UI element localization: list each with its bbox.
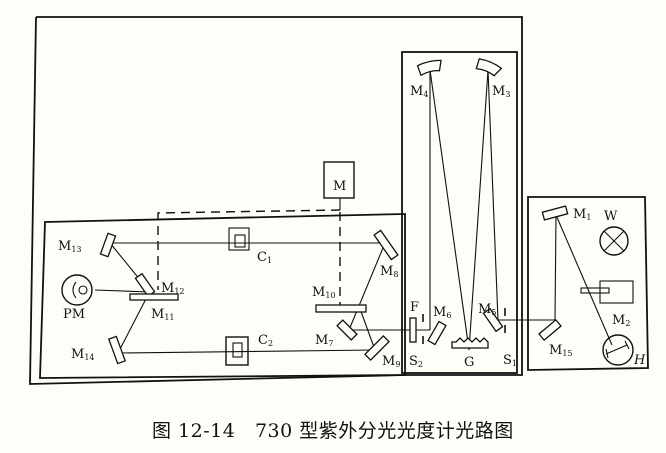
mirror-m10 (315, 304, 367, 313)
label-m8: M8 (380, 264, 398, 279)
label-m14: M14 (71, 347, 95, 362)
mirror-m11 (129, 293, 179, 301)
mirror-m15 (538, 318, 562, 342)
label-s1: S1 (503, 353, 517, 368)
mirror-m7 (336, 319, 358, 341)
tungsten-lamp-w (599, 226, 629, 256)
monochromator-box (401, 51, 518, 374)
figure-number: 图 12-14 (152, 420, 236, 442)
label-m11: M11 (151, 307, 175, 322)
mirror-m14 (107, 335, 127, 365)
photomultiplier-pm (61, 274, 93, 306)
label-m3: M3 (492, 84, 510, 99)
light-beams (94, 69, 613, 354)
mirror-m4 (416, 59, 442, 77)
label-m6: M6 (433, 305, 451, 320)
label-m15: M15 (549, 343, 573, 358)
mirror-m12 (134, 272, 156, 298)
label-m12: M12 (161, 281, 185, 296)
mirror-m3 (475, 58, 503, 77)
labels: M M13 M12 M11 PM M14 C1 C2 M8 M10 M7 M9 … (58, 84, 646, 370)
mirror-m9 (364, 335, 390, 361)
mirror-m13 (99, 232, 117, 258)
cuvette-c2 (225, 336, 249, 366)
outer-housing (29, 16, 523, 385)
figure-title: 730 型紫外分光光度计光路图 (254, 420, 514, 442)
label-grating-g: G (464, 355, 474, 370)
label-m4: M4 (410, 84, 428, 99)
label-motor: M (333, 179, 346, 194)
grating-g (451, 337, 489, 349)
mirror-m2-actuator (580, 280, 634, 304)
hydrogen-lamp-h (602, 334, 634, 366)
mirror-m5 (482, 307, 504, 333)
label-m10: M10 (312, 285, 336, 300)
source-compartment (527, 196, 649, 371)
label-m2: M2 (612, 313, 630, 328)
linkage-dashed (157, 209, 341, 290)
label-w: W (604, 209, 618, 224)
motor-box (323, 161, 355, 199)
figure-caption: 图 12-14 730 型紫外分光光度计光路图 (152, 416, 514, 443)
label-m1: M1 (573, 207, 591, 222)
label-filter-f: F (410, 300, 419, 315)
label-h: H (633, 353, 646, 368)
mirror-m8 (373, 229, 399, 261)
filter-f (409, 317, 417, 343)
label-m5: M5 (478, 302, 496, 317)
mirror-m1 (541, 205, 569, 221)
label-m13: M13 (58, 239, 82, 254)
label-c1: C1 (257, 250, 272, 265)
label-m7: M7 (315, 333, 333, 348)
label-c2: C2 (258, 333, 273, 348)
label-pm: PM (63, 307, 85, 322)
label-s2: S2 (409, 354, 423, 369)
cuvette-c1 (228, 227, 250, 251)
label-m9: M9 (382, 354, 400, 369)
mirror-m6 (427, 320, 447, 346)
sample-compartment (39, 213, 406, 379)
